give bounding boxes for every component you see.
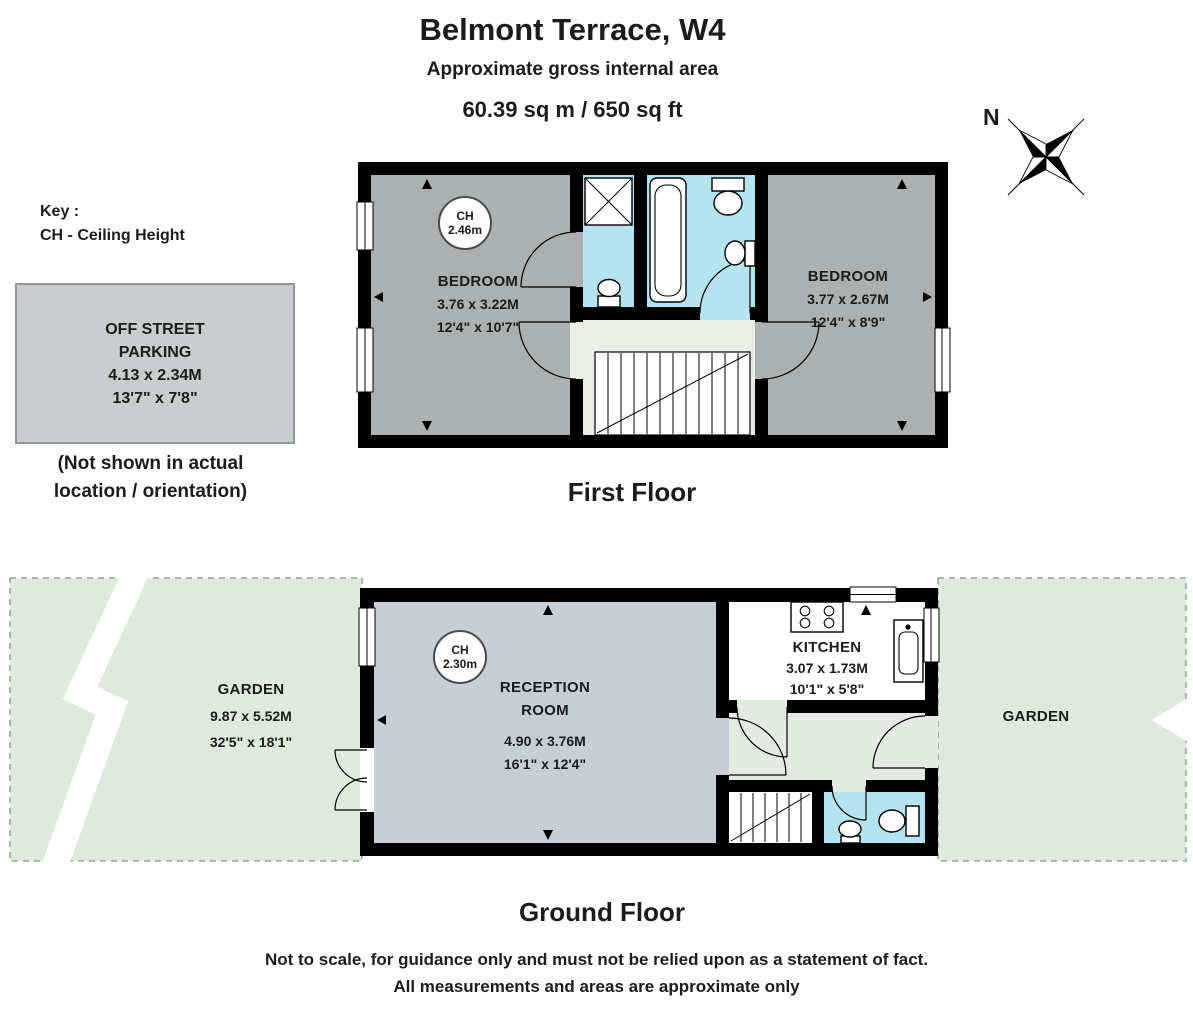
- parking-note-line2: location / orientation): [53, 481, 248, 502]
- bathtub-icon: [649, 177, 687, 303]
- garden-right-area: [937, 577, 1188, 862]
- room-imperial: 12'4" x 8'9": [810, 314, 886, 330]
- window: [356, 201, 374, 251]
- parking-metric: 4.13 x 2.34M: [108, 366, 202, 384]
- room-name: BEDROOM: [807, 268, 889, 285]
- garden-left-label: GARDEN 9.87 x 5.52M 32'5" x 18'1": [210, 677, 292, 755]
- window: [923, 607, 940, 663]
- ch-label: CH: [451, 643, 469, 657]
- page-title: Belmont Terrace, W4: [419, 12, 726, 47]
- garden-break-notch: [1152, 698, 1188, 742]
- stair-treads: [596, 353, 749, 434]
- ceiling-height-badge-first-floor: CH 2.46m: [438, 196, 492, 250]
- garden-right-label: GARDEN: [1002, 708, 1070, 725]
- room-metric: 4.90 x 3.76M: [504, 733, 586, 749]
- parking-note-line1: (Not shown in actual: [57, 453, 244, 474]
- garden-left-area: [9, 564, 363, 873]
- compass-north-label: N: [983, 104, 1000, 130]
- ceiling-height-badge-ground-floor: CH 2.30m: [433, 630, 487, 684]
- bedroom-right-label: BEDROOM 3.77 x 2.67M 12'4" x 8'9": [807, 265, 889, 334]
- first-floor-door-arcs: [518, 231, 820, 380]
- shower-icon: [584, 177, 633, 226]
- room-metric: 3.77 x 2.67M: [807, 291, 889, 307]
- ch-value: 2.30m: [442, 657, 478, 671]
- total-area: 60.39 sq m / 650 sq ft: [462, 97, 683, 122]
- key-ceiling-height: CH - Ceiling Height: [40, 227, 185, 244]
- room-imperial: 10'1" x 5'8": [789, 681, 865, 697]
- first-floor-title: First Floor: [567, 477, 697, 507]
- bedroom-left-label: BEDROOM 3.76 x 3.22M 12'4" x 10'7": [437, 270, 519, 339]
- kitchen-label: KITCHEN 3.07 x 1.73M 10'1" x 5'8": [786, 637, 868, 700]
- measurement-arrows-ground-floor: [377, 605, 871, 840]
- room-name: KITCHEN: [792, 639, 862, 656]
- stairs-first-floor: [594, 351, 751, 436]
- parking-imperial: 13'7" x 7'8": [112, 389, 198, 407]
- ground-floor-plan: [334, 586, 940, 856]
- stairs-ground-floor: [730, 793, 811, 842]
- ch-label: CH: [456, 209, 474, 223]
- sink-icon: [893, 619, 924, 683]
- key-title: Key :: [40, 203, 80, 220]
- window: [358, 607, 376, 667]
- room-metric: 3.07 x 1.73M: [786, 660, 868, 676]
- reception-room-label: RECEPTION ROOM 4.90 x 3.76M 16'1" x 12'4…: [500, 676, 590, 776]
- reception-room: [374, 602, 716, 843]
- window: [849, 586, 897, 603]
- ground-floor-door-openings: [360, 700, 938, 812]
- room-name: RECEPTION: [499, 679, 591, 696]
- toilet-icon: [878, 805, 920, 837]
- hallway-area: [729, 713, 925, 780]
- room-imperial: 12'4" x 10'7": [436, 319, 520, 335]
- room-imperial: 32'5" x 18'1": [209, 734, 293, 750]
- window: [356, 327, 374, 393]
- compass-rose-icon: [1007, 118, 1085, 196]
- basin-icon: [838, 820, 862, 844]
- parking-label-line2: PARKING: [118, 343, 192, 361]
- garden-break-symbol: [41, 564, 149, 873]
- disclaimer-line1: Not to scale, for guidance only and must…: [264, 950, 929, 969]
- measurement-arrows-first-floor: [374, 179, 932, 431]
- french-doors: [334, 749, 368, 811]
- room-imperial: 16'1" x 12'4": [503, 756, 587, 772]
- first-floor-door-openings: [570, 232, 768, 379]
- room-name: ROOM: [521, 702, 569, 719]
- stove-icon: [790, 601, 844, 633]
- ch-value: 2.46m: [447, 223, 483, 237]
- parking-label-line1: OFF STREET: [105, 320, 205, 338]
- bedroom-right-room: [768, 175, 935, 435]
- window: [934, 327, 951, 393]
- ground-floor-title: Ground Floor: [518, 897, 686, 927]
- room-metric: 9.87 x 5.52M: [210, 708, 292, 724]
- room-metric: 3.76 x 3.22M: [437, 296, 519, 312]
- room-name: BEDROOM: [437, 273, 519, 290]
- parking-note: (Not shown in actual location / orientat…: [8, 450, 293, 506]
- basin-icon: [724, 240, 756, 267]
- room-name: GARDEN: [217, 681, 285, 698]
- disclaimer-line2: All measurements and areas are approxima…: [393, 977, 800, 996]
- ground-floor-door-arcs: [334, 706, 926, 821]
- page-subtitle: Approximate gross internal area: [426, 59, 719, 80]
- basin-icon: [597, 278, 621, 308]
- off-street-parking-box: OFF STREET PARKING 4.13 x 2.34M 13'7" x …: [15, 283, 295, 444]
- toilet-icon: [711, 177, 745, 216]
